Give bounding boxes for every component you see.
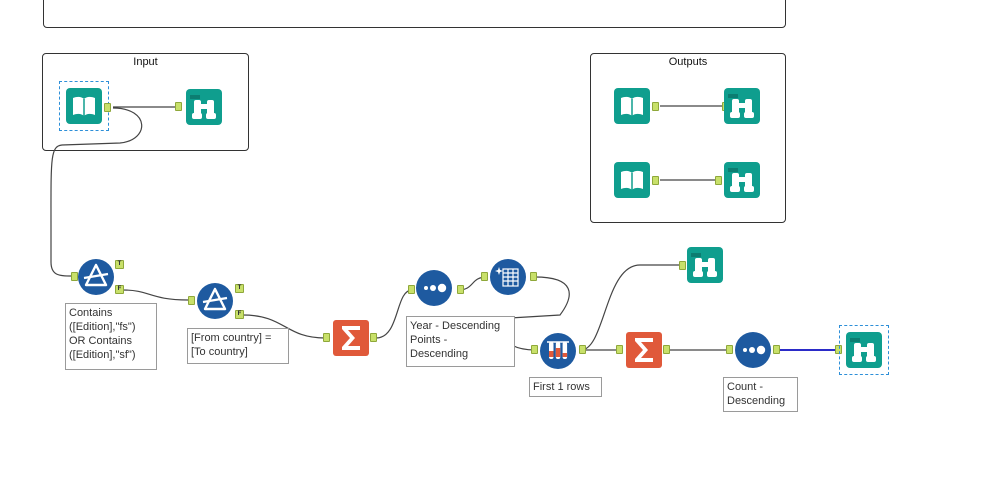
filter1-false-anchor[interactable]: F (115, 285, 124, 294)
formula-output-anchor[interactable] (530, 272, 537, 281)
binoculars-icon (724, 162, 760, 198)
filter-icon (197, 283, 233, 319)
filter2-input-anchor[interactable] (188, 296, 195, 305)
browse-out2-anchor[interactable] (715, 176, 722, 185)
filter2-false-anchor[interactable]: F (235, 310, 244, 319)
browse-tool-out1[interactable] (724, 88, 760, 124)
browse-tool-out2[interactable] (724, 162, 760, 198)
binoculars-icon (687, 247, 723, 283)
sort2-output-anchor[interactable] (773, 345, 780, 354)
browse-mid-anchor[interactable] (679, 261, 686, 270)
sort1-input-anchor[interactable] (408, 285, 415, 294)
browse-tool-mid[interactable] (687, 247, 723, 283)
connection-input-filter1 (50, 107, 143, 277)
connection-sample-browse (580, 264, 681, 351)
outputs-container-title: Outputs (668, 56, 708, 68)
sigma-icon (626, 332, 662, 368)
filter1-input-anchor[interactable] (71, 272, 78, 281)
sort-tool-2[interactable] (735, 332, 771, 368)
sample-tool[interactable] (540, 333, 576, 369)
browse-tool-final[interactable] (839, 325, 889, 375)
binoculars-icon (724, 88, 760, 124)
filter1-annotation: Contains ([Edition],"fs") OR Contains ([… (65, 303, 157, 370)
input-container-title: Input (133, 56, 158, 68)
sample-input-anchor[interactable] (531, 345, 538, 354)
sort2-annotation: Count - Descending (723, 377, 798, 412)
sample-annotation: First 1 rows (529, 377, 602, 397)
sort-dots-icon (735, 332, 771, 368)
sort2-input-anchor[interactable] (726, 345, 733, 354)
binoculars-icon (186, 89, 222, 125)
output2-anchor[interactable] (652, 176, 659, 185)
filter-icon (78, 259, 114, 295)
book-icon (614, 162, 650, 198)
summarize-tool-2[interactable] (626, 332, 662, 368)
filter-tool-1[interactable] (78, 259, 114, 295)
book-icon (614, 88, 650, 124)
output-data-tool-1[interactable] (614, 88, 650, 124)
sample-output-anchor[interactable] (579, 345, 586, 354)
formula-input-anchor[interactable] (481, 272, 488, 281)
connection-summarize-sort1 (375, 289, 413, 339)
sort1-annotation: Year - Descending Points - Descending (406, 316, 515, 367)
sort1-output-anchor[interactable] (457, 285, 464, 294)
input-output-anchor[interactable] (104, 103, 111, 112)
output-data-tool-2[interactable] (614, 162, 650, 198)
summarize1-input-anchor[interactable] (323, 333, 330, 342)
sort-tool-1[interactable] (416, 270, 452, 306)
connection-filter1-filter2 (122, 289, 189, 301)
summarize2-input-anchor[interactable] (616, 345, 623, 354)
summarize2-output-anchor[interactable] (663, 345, 670, 354)
filter2-annotation: [From country] = [To country] (187, 328, 289, 364)
summarize-tool-1[interactable] (333, 320, 369, 356)
filter1-true-anchor[interactable]: T (115, 260, 124, 269)
sort-dots-icon (416, 270, 452, 306)
filter-tool-2[interactable] (197, 283, 233, 319)
browse-tool-input[interactable] (186, 89, 222, 125)
filter2-true-anchor[interactable]: T (235, 284, 244, 293)
input-data-tool[interactable] (59, 81, 109, 131)
formula-tool[interactable] (490, 259, 526, 295)
sigma-icon (333, 320, 369, 356)
binoculars-icon (846, 332, 882, 368)
sample-tubes-icon (540, 333, 576, 369)
output1-anchor[interactable] (652, 102, 659, 111)
browse-input-anchor[interactable] (175, 102, 182, 111)
summarize1-output-anchor[interactable] (370, 333, 377, 342)
browse-final-anchor[interactable] (835, 345, 842, 354)
connection-filter2-summarize (242, 314, 326, 339)
book-icon (66, 88, 102, 124)
top-container[interactable] (43, 0, 786, 28)
formula-grid-icon (490, 259, 526, 295)
